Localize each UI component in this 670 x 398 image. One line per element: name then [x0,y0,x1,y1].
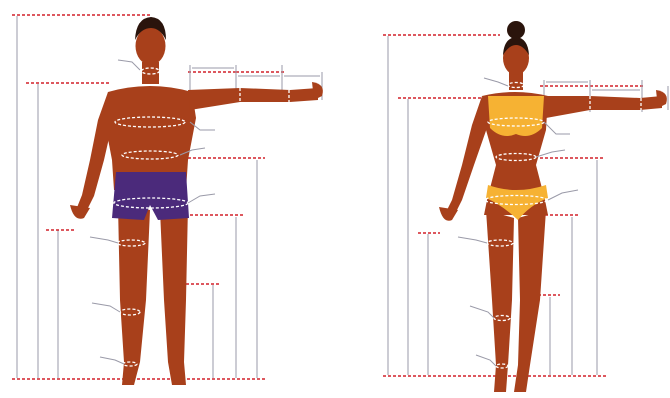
female-right-guides [544,80,668,375]
male-shorts [112,172,189,220]
male-figure [12,15,323,385]
male-body [70,27,323,385]
female-bikini-top [488,96,544,136]
female-figure [383,21,668,392]
male-height-guides [17,16,58,378]
female-body [439,41,667,392]
male-right-guides [190,65,322,378]
female-height-guides [388,36,428,375]
